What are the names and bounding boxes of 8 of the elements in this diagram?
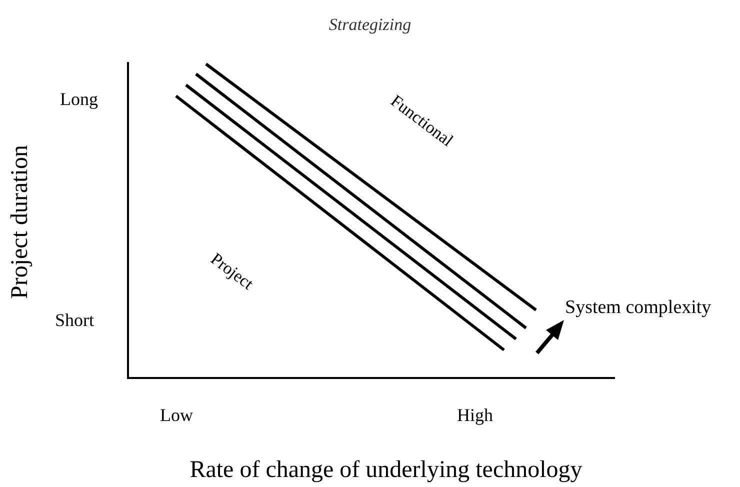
arrow-label: System complexity (565, 298, 712, 317)
axis-tick-label: Long (60, 90, 98, 108)
axis-tick-label: Low (160, 406, 193, 424)
diagram-title: Strategizing (328, 16, 412, 33)
axis-tick-label: Short (55, 311, 94, 329)
axis-title: Rate of change of underlying technology (188, 458, 584, 482)
axis-tick-label: High (457, 406, 493, 424)
axis-title: Project duration (8, 144, 32, 301)
